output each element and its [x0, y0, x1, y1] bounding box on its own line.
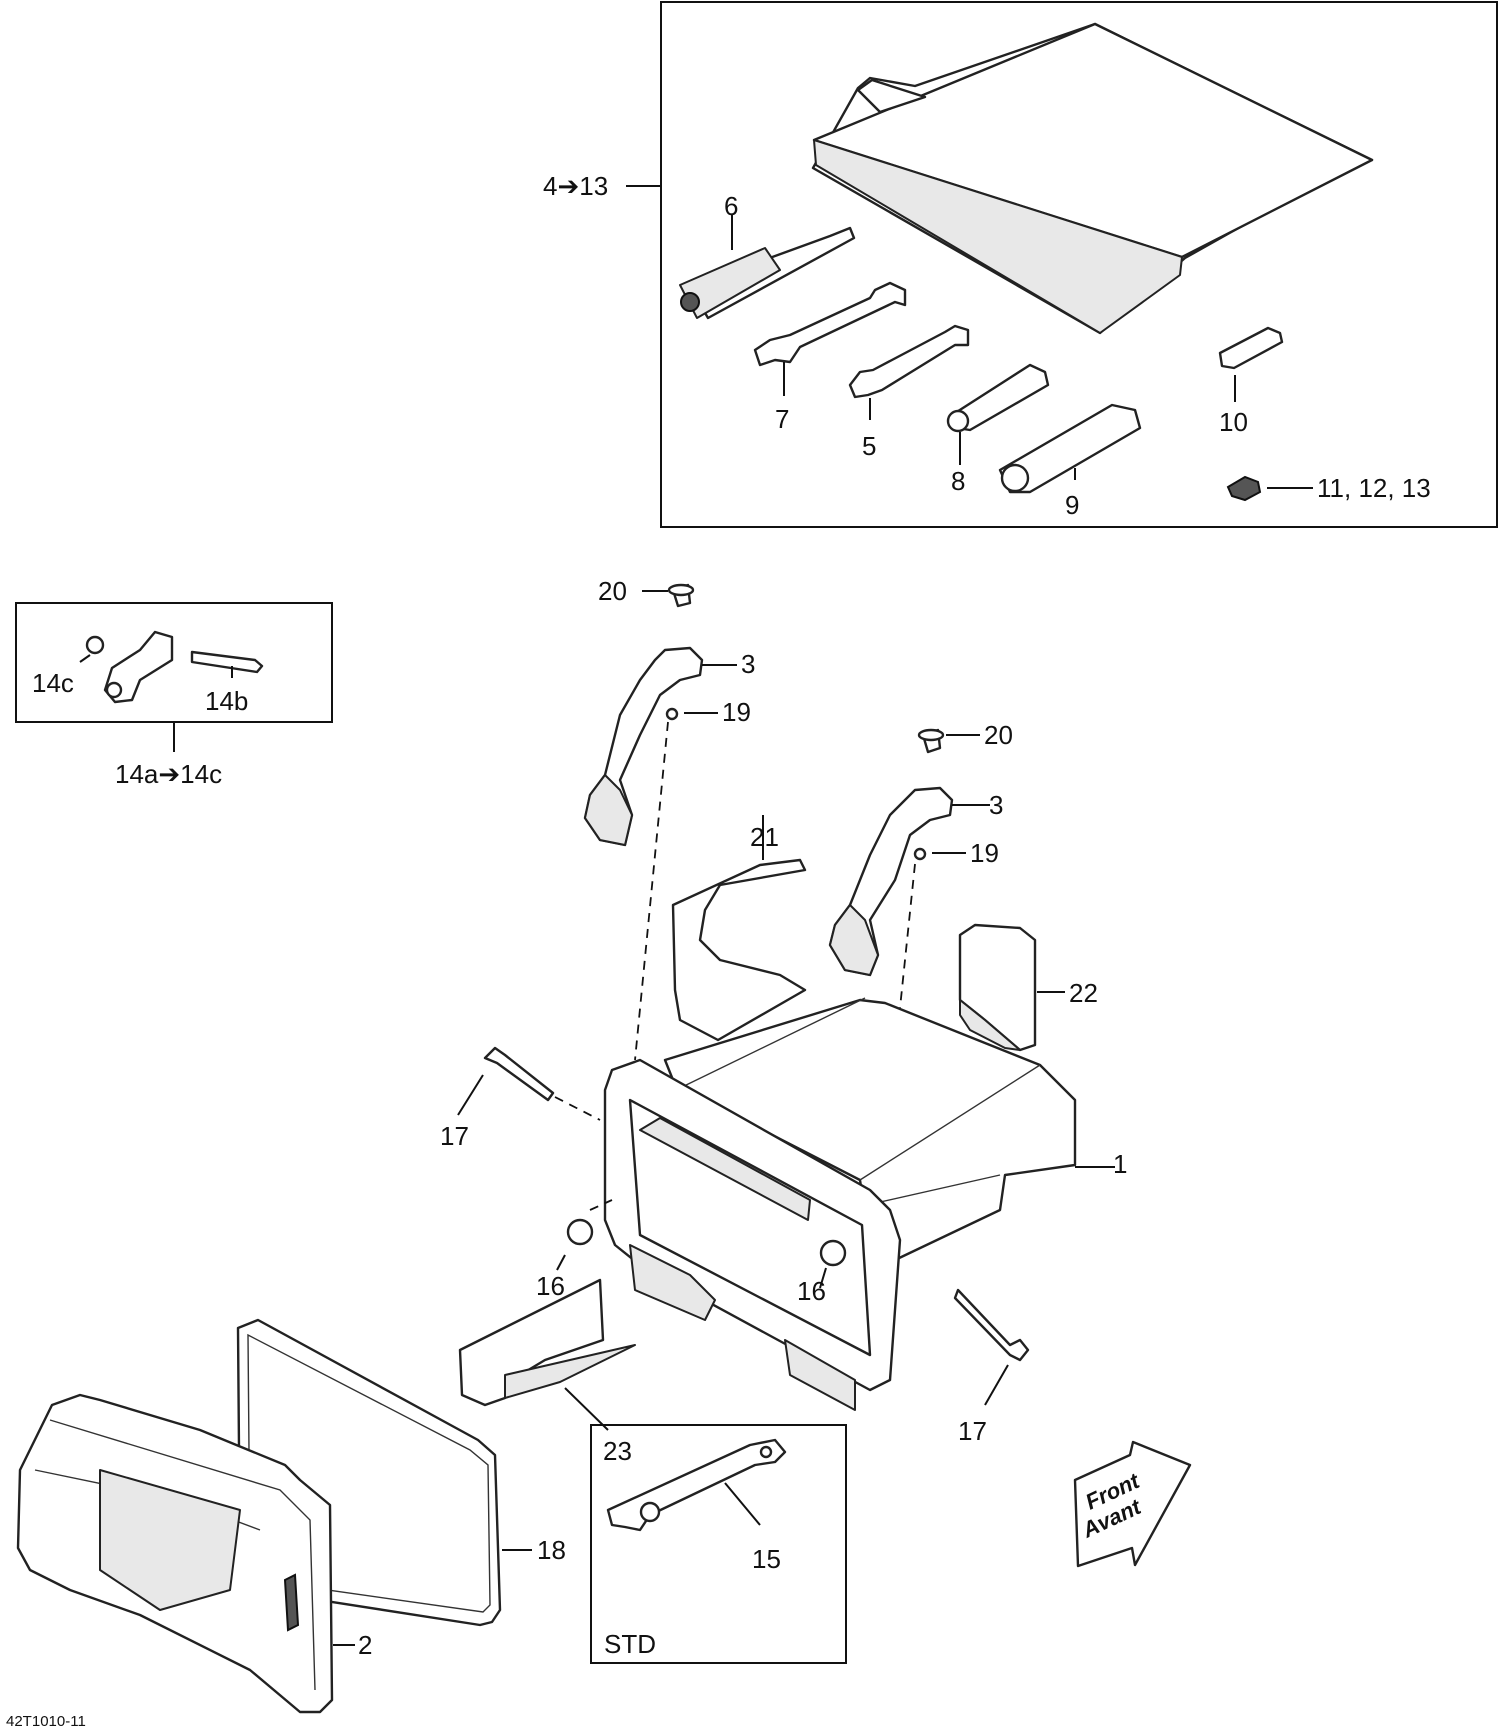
callout-1: 1 — [1113, 1149, 1127, 1179]
bracket-kit-frame — [15, 602, 333, 723]
washer-19-right — [913, 847, 927, 861]
callout-18: 18 — [537, 1535, 566, 1565]
lid-2: 2 — [16, 1393, 372, 1714]
callout-14a-14c: 14a➔14c — [115, 759, 222, 789]
callout-10: 10 — [1219, 407, 1248, 437]
callout-7: 7 — [775, 404, 789, 434]
key-15-group: 15 STD — [590, 1424, 847, 1664]
callout-3-right: 3 — [989, 790, 1003, 820]
tool-bag — [811, 22, 1374, 335]
callout-15: 15 — [752, 1544, 781, 1574]
callout-5: 5 — [862, 431, 876, 461]
bracket-kit-group: 14c 14b 14a➔14c — [15, 602, 333, 789]
callout-22: 22 — [1069, 978, 1098, 1008]
pad-21: 21 — [671, 815, 807, 1042]
callout-11-12-13: 11, 12, 13 — [1317, 473, 1431, 503]
fuses — [1226, 475, 1313, 502]
handle-left-group: 20 3 19 — [583, 576, 755, 1061]
callout-4-13: 4➔13 — [543, 171, 608, 201]
callout-20-left: 20 — [598, 576, 627, 606]
tool-kit-frame — [660, 1, 1498, 528]
callout-8: 8 — [951, 466, 965, 496]
callout-6: 6 — [724, 191, 738, 221]
callout-21: 21 — [750, 822, 779, 852]
nut-16-right: 16 — [797, 1239, 847, 1306]
std-label: STD — [604, 1629, 656, 1659]
callout-14c: 14c — [32, 668, 74, 698]
bracket-14a — [103, 630, 174, 704]
callout-17-right: 17 — [958, 1416, 987, 1446]
figure-code: 42T1010-11 — [6, 1713, 86, 1730]
callout-19-right: 19 — [970, 838, 999, 868]
wrench-5 — [848, 324, 970, 420]
pad-22: 22 — [958, 923, 1098, 1052]
callout-3-left: 3 — [741, 649, 755, 679]
bolt-14b — [190, 650, 264, 674]
callout-14b: 14b — [205, 686, 248, 716]
socket-wrench-9 — [998, 403, 1142, 494]
pad-23: 23 — [458, 1278, 636, 1466]
tool-kit-group: 4➔13 6 7 5 — [543, 1, 1498, 528]
wrench-7 — [753, 281, 907, 396]
key-15 — [606, 1438, 787, 1532]
handle-right-group: 20 3 19 — [828, 720, 1013, 1201]
callout-16-left: 16 — [536, 1271, 565, 1301]
storage-box-1: 1 — [603, 997, 1127, 1411]
callout-19-left: 19 — [722, 697, 751, 727]
callout-23: 23 — [603, 1436, 632, 1466]
socket-wrench-8 — [946, 363, 1050, 465]
callout-9: 9 — [1065, 490, 1079, 520]
nut-14c — [85, 635, 105, 655]
fuse-puller — [1218, 326, 1284, 402]
callout-17-left: 17 — [440, 1121, 469, 1151]
std-frame — [590, 1424, 847, 1664]
screwdriver — [679, 215, 856, 320]
bolt-17-right: 17 — [953, 1288, 1030, 1446]
callout-20-right: 20 — [984, 720, 1013, 750]
bolt-17-left: 17 — [440, 1046, 601, 1151]
callout-16-right: 16 — [797, 1276, 826, 1306]
washer-19-left — [665, 707, 679, 721]
front-direction-arrow: Front Avant — [1073, 1440, 1192, 1568]
callout-2: 2 — [358, 1630, 372, 1660]
nut-16-left: 16 — [536, 1199, 613, 1301]
